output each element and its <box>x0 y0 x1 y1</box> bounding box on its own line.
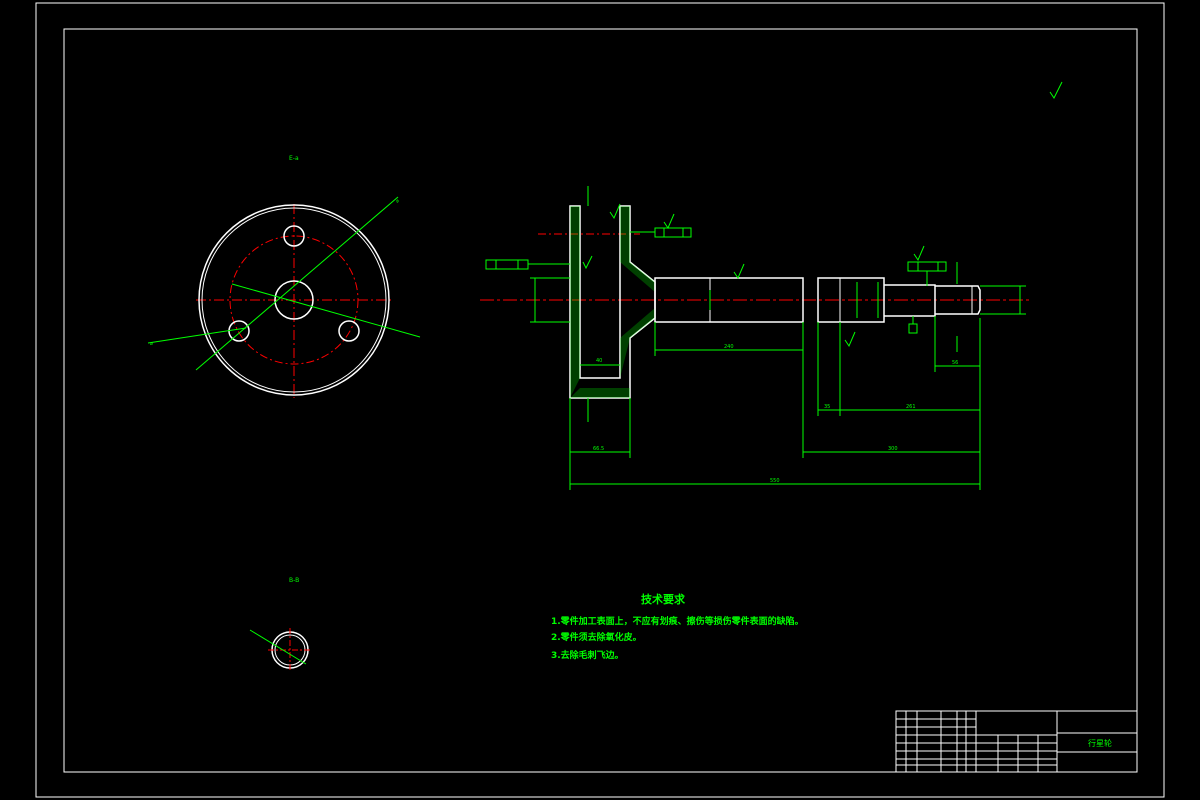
dim-flange-offset: 40 <box>596 358 602 364</box>
title-block <box>895 710 1138 773</box>
requirement-1: 1.零件加工表面上，不应有划痕、擦伤等损伤零件表面的缺陷。 <box>551 617 804 627</box>
flange-outer-circle <box>198 204 390 396</box>
dim-segment-short: 35 <box>824 404 830 410</box>
title-block-drawing-name: 行星轮 <box>1088 738 1112 748</box>
flange-view-label: E-a <box>289 155 299 162</box>
bolt-hole-top <box>283 225 305 247</box>
inner-frame <box>63 28 1138 773</box>
bolt-hole-right <box>338 320 360 342</box>
outer-frame <box>35 2 1165 798</box>
bolt-hole-left <box>228 320 250 342</box>
dim-shaft-section: 240 <box>724 344 734 350</box>
dim-end-length: 56 <box>952 360 958 366</box>
shaft-end <box>884 284 936 317</box>
dim-flange-width: 66.5 <box>593 446 604 452</box>
section-view-label: B-B <box>289 577 299 584</box>
dim-segment-mid: 261 <box>906 404 916 410</box>
svg-text:⌀: ⌀ <box>394 198 400 205</box>
bolt-circle <box>229 235 359 365</box>
flange-outer-circle-2 <box>201 207 387 393</box>
center-bore <box>274 280 314 320</box>
dim-segment-long: 300 <box>888 446 898 452</box>
requirement-2: 2.零件须去除氧化皮。 <box>551 633 642 643</box>
svg-text:⌀: ⌀ <box>150 341 153 347</box>
shaft-section-view: 550 300 261 35 240 40 66.5 56 <box>480 81 1063 490</box>
shaft-body <box>654 277 804 323</box>
technical-requirements-title: 技术要求 <box>641 593 685 606</box>
flange-view: E-a ⌀ ⌀ <box>147 155 421 398</box>
flange-profile <box>569 205 656 399</box>
dim-overall-length: 550 <box>770 478 780 484</box>
requirement-3: 3.去除毛刺飞边。 <box>551 651 624 661</box>
shaft-step <box>817 277 885 323</box>
section-view: B-B <box>249 577 312 672</box>
